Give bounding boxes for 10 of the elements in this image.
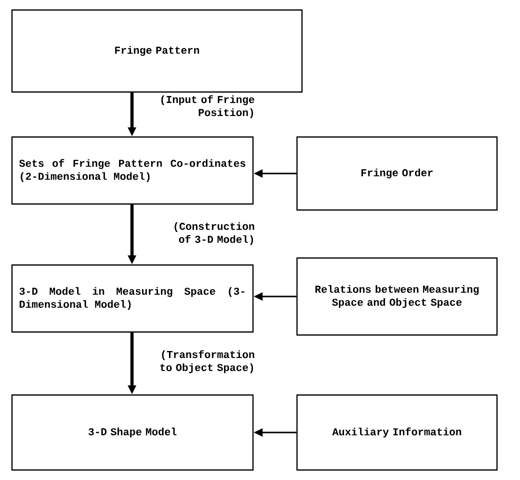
process-box: 3-D Model in Measuring Space (3-Dimensional Model) xyxy=(11,264,254,333)
process-box: Fringe Pattern xyxy=(11,9,303,93)
edge-label: (Transformation to Object Space) xyxy=(160,350,254,374)
process-box: Sets of Fringe Pattern Co-ordinates (2-Dimensional Model) xyxy=(11,136,254,205)
process-box: 3-D Shape Model xyxy=(11,394,254,471)
process-box: Auxiliary Information xyxy=(296,394,498,471)
process-box: Relations between Measuring Space and Object Space xyxy=(296,257,498,336)
process-box: Fringe Order xyxy=(296,136,498,211)
edge-label: (Input of Fringe Position) xyxy=(161,95,254,118)
edge-label: (Construction of 3-D Model) xyxy=(174,222,254,245)
